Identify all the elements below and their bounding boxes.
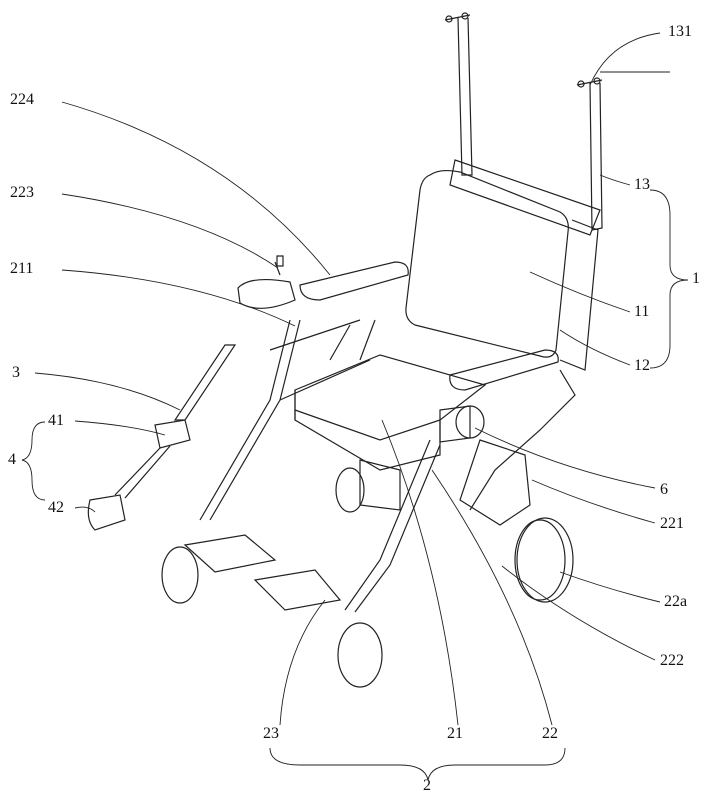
wheels (161, 439, 574, 688)
label-224: 224 (10, 91, 34, 108)
label-42: 42 (48, 499, 64, 516)
seat (294, 354, 487, 471)
label-223: 223 (10, 184, 34, 201)
frame (199, 319, 576, 613)
label-22: 22 (542, 725, 558, 742)
leader-lines (21, 32, 689, 781)
label-6: 6 (660, 481, 668, 498)
armrests (237, 255, 559, 391)
label-222: 222 (660, 652, 684, 669)
label-13: 13 (634, 176, 650, 193)
label-211: 211 (10, 260, 34, 277)
label-21: 21 (447, 725, 463, 742)
label-4: 4 (8, 451, 16, 468)
label-41: 41 (48, 412, 64, 429)
label-221: 221 (660, 515, 684, 532)
label-23: 23 (263, 725, 279, 742)
label-12: 12 (634, 357, 650, 374)
label-1: 1 (692, 270, 700, 287)
label-131: 131 (668, 23, 692, 40)
label-22a: 22a (664, 593, 688, 610)
detached-arm (87, 344, 237, 531)
label-2: 2 (423, 777, 431, 794)
motor-unit (359, 405, 485, 511)
backrest (405, 159, 601, 371)
back-posts (444, 12, 603, 231)
label-3: 3 (12, 364, 20, 381)
label-11: 11 (634, 303, 650, 320)
footrests (183, 534, 342, 611)
